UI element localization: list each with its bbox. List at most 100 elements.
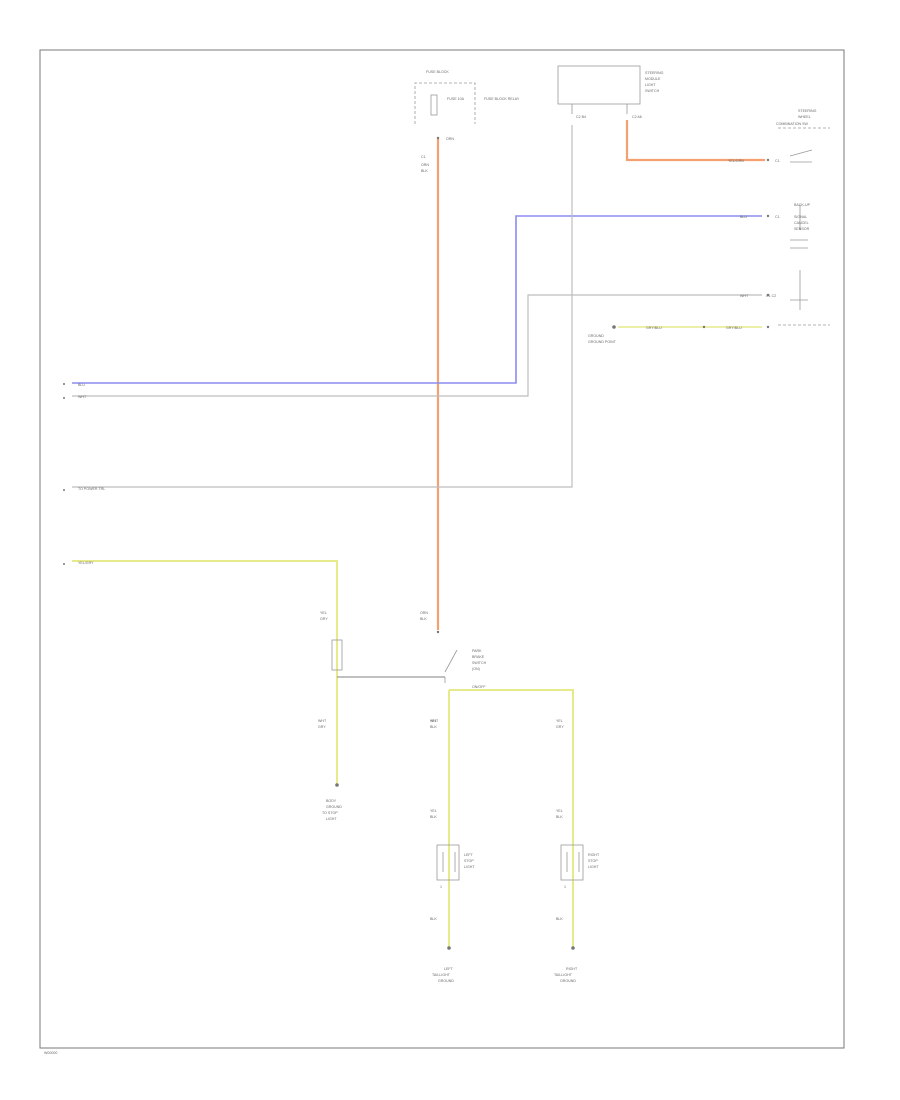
fuse-desc-label-2: FUSE BLOCK RELAY (484, 97, 520, 101)
fuse-desc-label: FUSE 10A (447, 97, 465, 101)
ground-left-label-1: BODY (326, 799, 337, 803)
lamp-left-pin: 1 (440, 885, 442, 889)
blu-wire-right-label: BLU (740, 215, 747, 219)
left-wht-label: WHT (78, 395, 87, 399)
blu-pin-right-label: C1 (775, 215, 780, 219)
combo-switch-label-1: STEERING (798, 109, 817, 113)
steering-module-box (557, 65, 641, 105)
lamp-right-top-2: GRY (556, 725, 564, 729)
ecm-title: STEERING (645, 71, 664, 75)
ground-left-node (335, 783, 339, 787)
wht-wire-right-label: WHT (740, 294, 749, 298)
left-connector-block (331, 639, 343, 671)
lamp-right-mid-2: BLK (556, 815, 563, 819)
left-node-yel (63, 563, 65, 565)
ground-bl-label-1: LEFT (444, 967, 454, 971)
fuse-wire-label: ORN (446, 137, 454, 141)
switch-node (436, 630, 440, 634)
ground-node-mid-2 (702, 325, 706, 329)
switch-main-label-5: ON/OFF (472, 685, 486, 689)
lamp-left-top-1: YEL (430, 719, 437, 723)
ground-left-label-4: LIGHT (326, 817, 337, 821)
ground-node-mid (612, 325, 616, 329)
steering-module-pins (571, 104, 628, 114)
fuse-icon (430, 94, 438, 116)
fuse-block-outline (414, 82, 476, 124)
switch-main-label-4: (ON) (472, 667, 480, 671)
ground-bl-label-3: GROUND (438, 979, 454, 983)
page-tag: W00000 (44, 1051, 57, 1055)
fuse-pin-label: C1 (421, 155, 426, 159)
left-stop-lamp-box (436, 844, 460, 881)
switch-text-1: BACK-UP (794, 203, 811, 207)
lamp-right-top-1: YEL (556, 719, 563, 723)
left-stop-lamp-filament (442, 852, 456, 872)
lamp-left-mid-1: YEL (430, 809, 437, 813)
diagram-frame (39, 49, 845, 1049)
left-blu-label: BLU (78, 383, 85, 387)
combo-node-4 (766, 325, 770, 329)
yellow-wire-switch (449, 689, 574, 948)
orn-bottom-label-1: ORN (420, 611, 428, 615)
yel-conn-label-2: GRY (320, 617, 328, 621)
lamp-right-bottom: BLK (556, 917, 563, 921)
combo-switch-contact (789, 149, 813, 163)
combo-node-1 (766, 158, 770, 162)
lamp-right-name-3: LIGHT (588, 865, 599, 869)
switch-main-label-2: BRAKE (472, 655, 485, 659)
lamp-right-pin: 1 (564, 885, 566, 889)
ecm-pin-left: C2 B4 (576, 115, 586, 119)
ground-bl-label-2: TAILLIGHT (432, 973, 451, 977)
left-node-wht (63, 397, 65, 399)
wht-ground-2: BLK (430, 725, 437, 729)
combo-switch-lines (790, 205, 808, 310)
ground-br-node (571, 946, 575, 950)
ground-br-label-2: TAILLIGHT (554, 973, 573, 977)
yel-conn-label-1: YEL (320, 611, 327, 615)
combo-switch-label-3: COMBINATION SW (776, 122, 808, 126)
ecm-line-3: LIGHT (645, 83, 656, 87)
lamp-left-name-2: STOP (464, 859, 474, 863)
harness-note-2: GROUND POINT (588, 340, 617, 344)
wht-pin-right-label: C1 C2 (766, 294, 776, 298)
lamp-right-mid-1: YEL (556, 809, 563, 813)
gray-blue-label-2: GRY/BLU (726, 326, 742, 330)
orn-bottom-label-2: BLK (420, 617, 427, 621)
lamp-left-name-3: LIGHT (464, 865, 475, 869)
park-brake-switch (444, 649, 458, 683)
left-yellow-label: YEL/GRY (78, 561, 94, 565)
wht-ground-1: WHT (430, 719, 439, 723)
left-node-gray (63, 489, 65, 491)
switch-text-4: SENSOR (794, 227, 810, 231)
switch-main-label-1: PARK (472, 649, 482, 653)
harness-note: GROUND (588, 334, 604, 338)
blue-wire (72, 215, 762, 384)
fuse-block-label: FUSE BLOCK (426, 70, 449, 74)
orn-down-label: ORN (421, 163, 429, 167)
right-stop-lamp-box (560, 844, 584, 881)
ground-br-label-3: GROUND (560, 979, 576, 983)
combo-switch-outline (778, 127, 830, 326)
gray-wire-long (72, 125, 573, 488)
orn-wire-right-label: YEL/ORN (728, 159, 744, 163)
left-node-blu (63, 383, 65, 385)
ground-br-label-1: RIGHT (566, 967, 578, 971)
ground-left-label-2: GROUND (326, 805, 342, 809)
yellow-wire-left (72, 560, 338, 785)
combo-switch-label-2: WHEEL (798, 115, 811, 119)
switch-text-3: CANCEL (794, 221, 809, 225)
yel-under-left-2: GRY (318, 725, 326, 729)
fuse-node (436, 136, 440, 140)
yel-under-left-1: WHT (318, 719, 327, 723)
lamp-left-mid-2: BLK (430, 815, 437, 819)
ecm-line-2: MODULE (645, 77, 661, 81)
switch-main-label-3: SWITCH (472, 661, 487, 665)
lamp-right-name-1: RIGHT (588, 853, 600, 857)
lamp-left-bottom: BLK (430, 917, 437, 921)
combo-node-3 (766, 293, 770, 297)
gray-blue-label-1: GRY/BLU (646, 326, 662, 330)
orange-wire-combo (625, 120, 765, 162)
right-stop-lamp-filament (566, 852, 580, 872)
combo-node-2 (766, 214, 770, 218)
